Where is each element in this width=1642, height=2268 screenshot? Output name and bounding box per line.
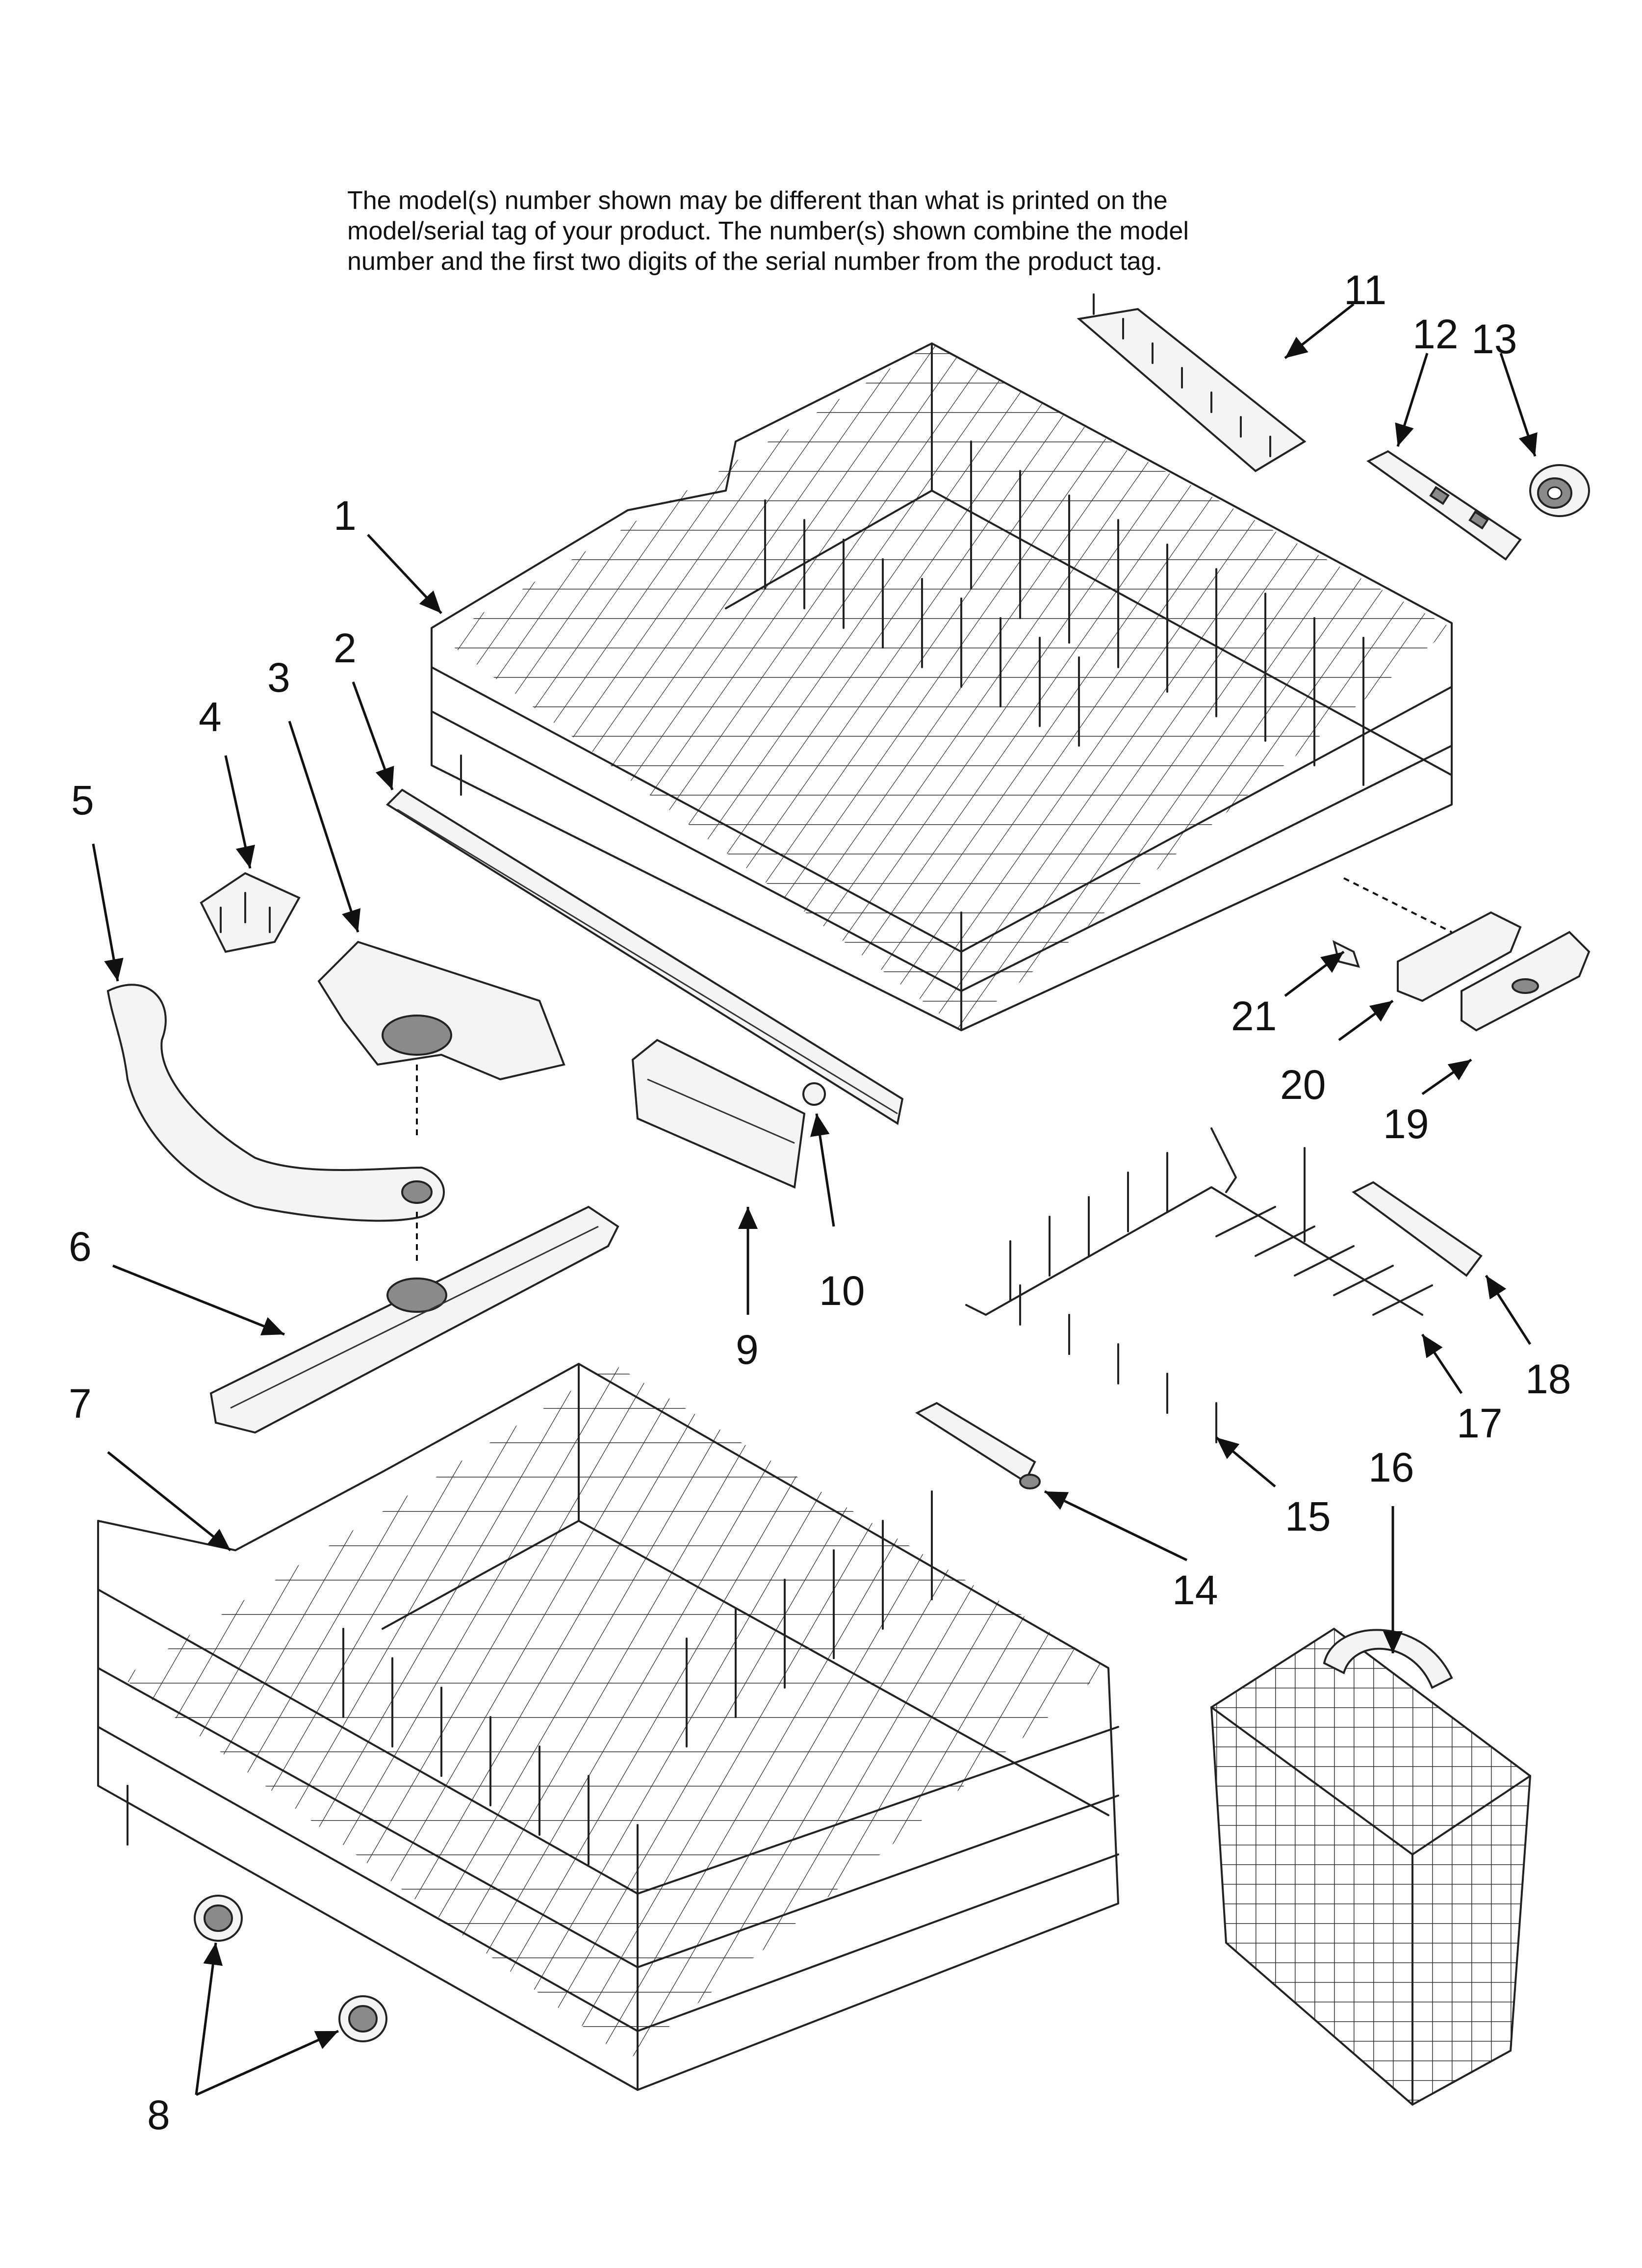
callout-18: 18 [1525, 1356, 1571, 1402]
callout-10: 10 [819, 1268, 865, 1314]
stop-ball [802, 1082, 826, 1106]
cup-shelf-clips [1077, 293, 1307, 472]
callout-8: 8 [147, 2092, 170, 2138]
tine-clip-left [915, 1402, 1041, 1489]
tine-clip-right [1352, 1181, 1483, 1277]
callout-21: 21 [1231, 993, 1277, 1039]
callout-1: 1 [334, 493, 357, 539]
callout-17: 17 [1457, 1400, 1502, 1446]
lower-rack-wheels [194, 1895, 387, 2042]
spray-arm-manifold [317, 940, 565, 1138]
model-number-note: The model(s) number shown may be differe… [347, 185, 1377, 277]
spray-arm-clip [200, 872, 301, 953]
rack-handle-parts [1333, 877, 1591, 1032]
upper-rack [431, 342, 1453, 1031]
callout-7: 7 [69, 1381, 92, 1427]
upper-rack-tines [764, 441, 1364, 786]
callout-3: 3 [267, 654, 290, 701]
silverware-basket [1210, 1627, 1532, 2106]
callout-20: 20 [1280, 1062, 1326, 1108]
lower-rack-tines [342, 1490, 933, 1865]
callout-19: 19 [1383, 1101, 1429, 1147]
water-feed-tube [106, 984, 445, 1266]
lower-rack [97, 1363, 1119, 2091]
callout-4: 4 [199, 694, 222, 740]
callout-15: 15 [1285, 1493, 1331, 1539]
note-line-1: The model(s) number shown may be differe… [347, 186, 1168, 215]
rack-wheel [1529, 464, 1590, 517]
rack-rail-bracket [1366, 450, 1522, 561]
note-line-3: number and the first two digits of the s… [347, 247, 1162, 276]
lower-rack-wheel-left [194, 1895, 243, 1942]
leader-lines [92, 303, 1538, 2096]
callout-14: 14 [1172, 1567, 1218, 1613]
callout-11: 11 [1344, 267, 1386, 313]
callout-12: 12 [1412, 311, 1458, 357]
callout-13: 13 [1471, 316, 1517, 362]
folding-tine-row [965, 1127, 1433, 1443]
lower-spray-arm [209, 1205, 619, 1434]
callout-5: 5 [71, 777, 94, 823]
callout-6: 6 [69, 1224, 92, 1270]
rack-adjuster-bracket [631, 1039, 806, 1189]
lower-rack-wheel-right [338, 1995, 387, 2042]
note-line-2: model/serial tag of your product. The nu… [347, 217, 1189, 245]
rack-rail [385, 788, 904, 1125]
callout-2: 2 [334, 625, 357, 671]
callout-9: 9 [736, 1327, 759, 1373]
callout-16: 16 [1368, 1444, 1414, 1490]
callout-labels: 1 2 3 4 5 6 7 8 9 10 11 12 13 14 15 16 1… [69, 267, 1571, 2138]
